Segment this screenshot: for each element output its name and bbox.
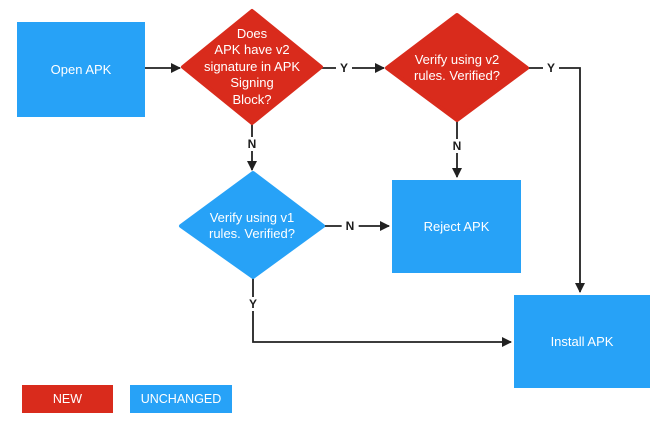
edge-label-verify-v2-no: N [448,139,466,153]
node-install-apk-label: Install APK [550,334,614,349]
edge-label-verify-v1-no: N [341,219,359,233]
legend-new-label: NEW [52,392,83,406]
node-open-apk-label: Open APK [50,62,112,77]
edge-verifyv1-yes-to-install [252,277,512,347]
edge-label-has-v2-yes: Y [335,61,353,75]
legend-new-swatch: NEW [22,385,113,413]
edge-label-verify-v2-yes: Y [542,61,560,75]
node-reject-apk-label: Reject APK [423,219,490,234]
node-reject-apk: Reject APK [392,180,521,273]
edge-label-verify-v1-yes: Y [244,297,262,311]
decision-verify-v2-diamond [385,13,529,122]
legend-unchanged-label: UNCHANGED [140,392,222,406]
decision-verify-v1-diamond [179,171,325,279]
node-install-apk: Install APK [514,295,650,388]
edge-label-has-v2-no: N [243,137,261,151]
legend-unchanged-swatch: UNCHANGED [130,385,232,413]
node-open-apk: Open APK [17,22,145,117]
edge-verifyv2-yes-to-install [527,67,585,293]
decision-has-v2-signature-diamond [181,9,323,125]
